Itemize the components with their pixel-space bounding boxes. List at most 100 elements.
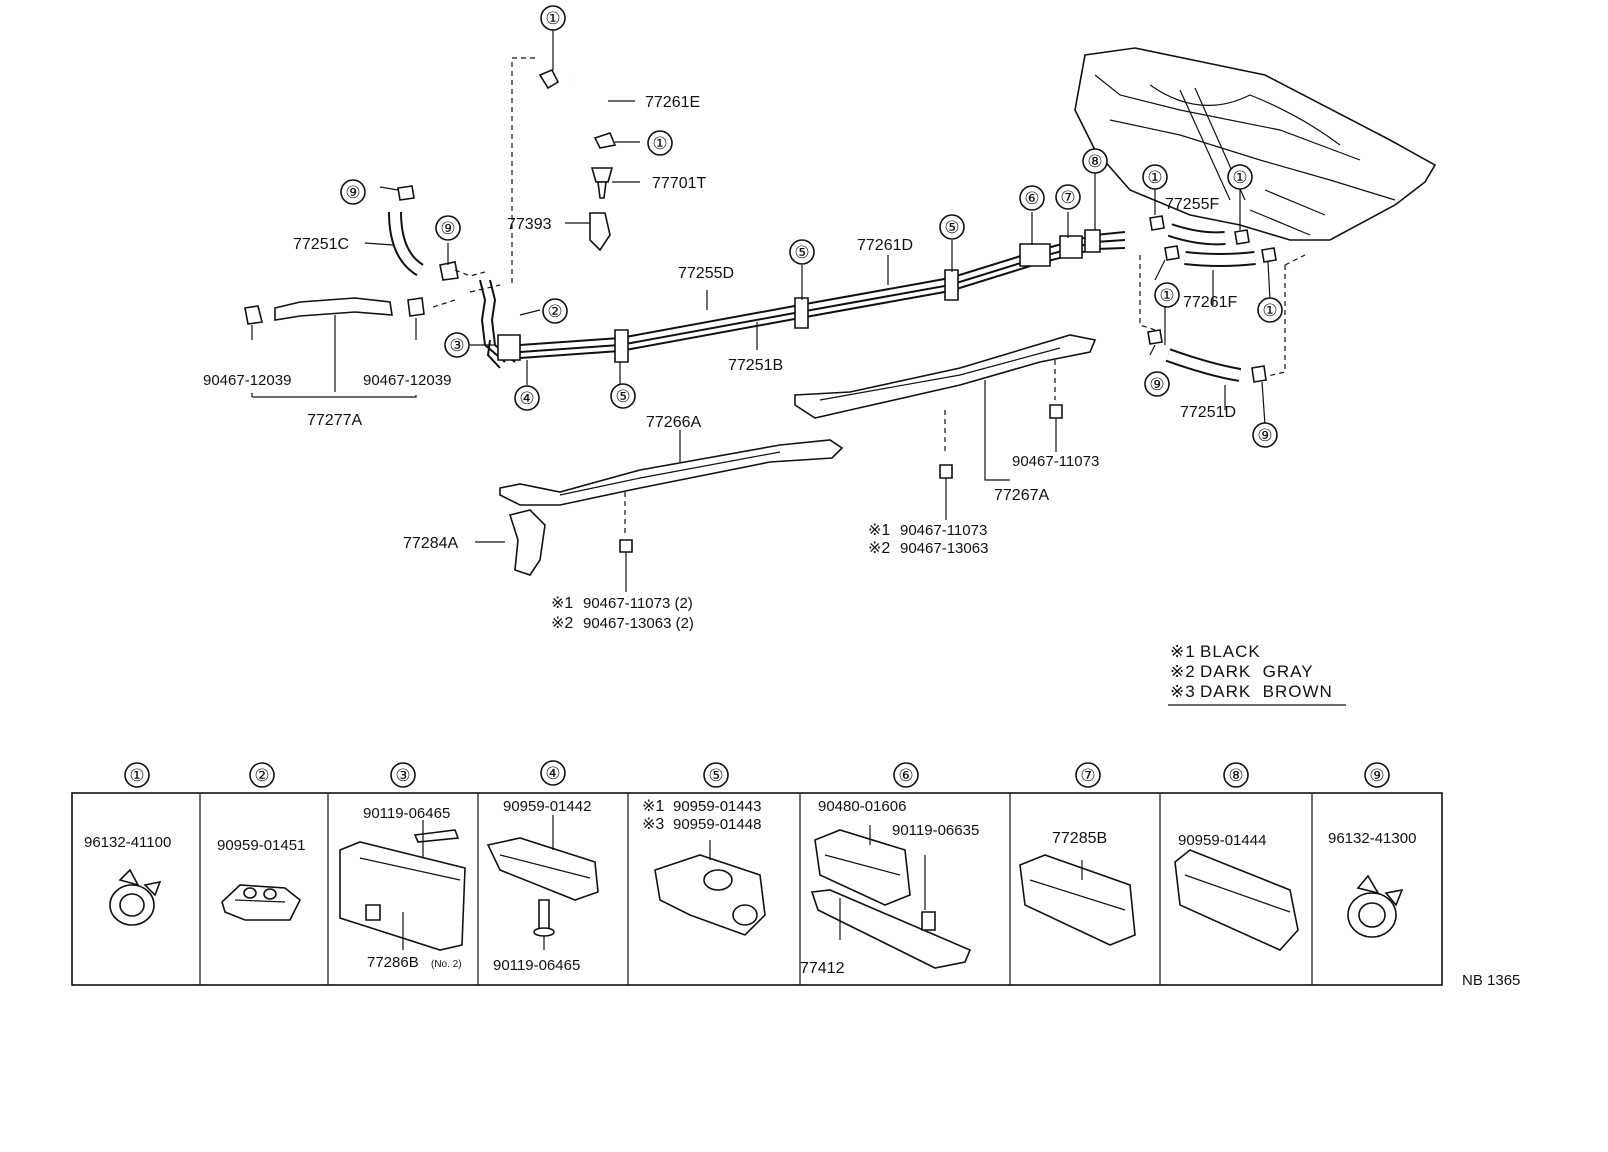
callout-8: ⑧ (1082, 148, 1108, 174)
svg-text:⑦: ⑦ (1080, 766, 1095, 785)
svg-text:③: ③ (449, 336, 464, 355)
svg-text:①: ① (129, 766, 144, 785)
cell-5-part-number-1: 90959-01443 (673, 798, 761, 815)
label-77267A: 77267A (994, 487, 1049, 504)
brackets (499, 334, 1097, 592)
label-77284A: 77284A (403, 535, 458, 552)
center-note-mark-1: ※1 (868, 522, 890, 539)
legend-label-black: BLACK (1200, 642, 1261, 661)
svg-text:①: ① (1147, 168, 1162, 187)
svg-text:③: ③ (395, 766, 410, 785)
leader-lines (251, 20, 1271, 543)
svg-text:④: ④ (545, 764, 560, 783)
svg-text:⑤: ⑤ (708, 766, 723, 785)
legend-label-dark-brown: DARK BROWN (1200, 682, 1333, 701)
svg-text:⑤: ⑤ (794, 243, 809, 262)
callout-7: ⑦ (1055, 184, 1081, 210)
left-note-num-1: 90467-11073 (2) (583, 595, 693, 612)
callout-9-mid: ⑨ (435, 215, 461, 241)
label-77251D: 77251D (1180, 404, 1236, 421)
cell-6-mid-part-number: 90119-06635 (892, 822, 979, 839)
table-sketches (109, 815, 1404, 969)
callout-2: ② (542, 298, 568, 324)
label-77255D: 77255D (678, 265, 734, 282)
callout-3: ③ (444, 332, 470, 358)
cell-7-part-number: 77285B (1052, 830, 1107, 847)
callout-4: ④ (514, 385, 540, 411)
svg-text:⑨: ⑨ (345, 183, 360, 202)
callout-1-fitting: ① (647, 130, 673, 156)
left-note-mark-1: ※1 (551, 595, 573, 612)
label-90467-12039-left: 90467-12039 (203, 372, 291, 389)
svg-text:②: ② (254, 766, 269, 785)
svg-text:①: ① (1232, 168, 1247, 187)
cell-3-bottom-part-number: 77286B (367, 954, 419, 971)
svg-text:①: ① (545, 9, 560, 28)
table-header-9: ⑨ (1364, 762, 1390, 788)
callout-5-b: ⑤ (789, 239, 815, 265)
callout-9-right-b: ⑨ (1252, 422, 1278, 448)
fuel-tank (1074, 47, 1437, 241)
upper-left-parts (244, 57, 617, 325)
table-header-5: ⑤ (703, 762, 729, 788)
label-77277A: 77277A (307, 412, 362, 429)
svg-text:⑨: ⑨ (1257, 426, 1272, 445)
callout-5-a: ⑤ (610, 383, 636, 409)
label-77261F: 77261F (1183, 294, 1237, 311)
cell-2-part-number: 90959-01451 (217, 837, 305, 854)
callout-6: ⑥ (1019, 185, 1045, 211)
table-header-1: ① (124, 762, 150, 788)
table-header-8: ⑧ (1223, 762, 1249, 788)
label-90467-12039-right: 90467-12039 (363, 372, 451, 389)
legend-mark-1: ※1 (1170, 642, 1196, 661)
figure-code: NB 1365 (1462, 972, 1520, 989)
cell-1-part-number: 96132-41100 (84, 834, 171, 851)
svg-text:⑤: ⑤ (944, 218, 959, 237)
svg-text:⑧: ⑧ (1087, 152, 1102, 171)
cell-5-part-number-3: 90959-01448 (673, 816, 761, 833)
svg-text:⑧: ⑧ (1228, 766, 1243, 785)
table-header-6: ⑥ (893, 762, 919, 788)
cell-3-note: (No. 2) (431, 959, 462, 970)
cell-4-top-part-number: 90959-01442 (503, 798, 591, 815)
svg-text:①: ① (1262, 301, 1277, 320)
table-header-3: ③ (390, 762, 416, 788)
svg-text:①: ① (652, 134, 667, 153)
callout-1-top: ① (540, 5, 566, 31)
label-77393: 77393 (507, 216, 552, 233)
legend-label-dark-gray: DARK GRAY (1200, 662, 1314, 681)
table-headers: ① ② ③ ④ ⑤ ⑥ ⑦ ⑧ ⑨ (124, 760, 1390, 788)
svg-text:④: ④ (519, 389, 534, 408)
label-77261E: 77261E (645, 94, 700, 111)
label-77261D: 77261D (857, 237, 913, 254)
svg-text:⑥: ⑥ (1024, 189, 1039, 208)
table-header-2: ② (249, 762, 275, 788)
svg-text:⑨: ⑨ (1369, 766, 1384, 785)
svg-text:⑦: ⑦ (1060, 188, 1075, 207)
svg-text:⑤: ⑤ (615, 387, 630, 406)
cell-6-top-part-number: 90480-01606 (818, 798, 906, 815)
svg-text:⑨: ⑨ (1149, 375, 1164, 394)
svg-text:⑨: ⑨ (440, 219, 455, 238)
left-note-mark-2: ※2 (551, 615, 573, 632)
fuel-lines (479, 229, 1126, 369)
callout-9-left: ⑨ (340, 179, 366, 205)
svg-text:⑥: ⑥ (898, 766, 913, 785)
center-note-num-2: 90467-13063 (900, 540, 988, 557)
callout-9-right-a: ⑨ (1144, 371, 1170, 397)
callout-5-c: ⑤ (939, 214, 965, 240)
legend-mark-2: ※2 (1170, 662, 1196, 681)
label-77266A: 77266A (646, 414, 701, 431)
color-legend: ※1 BLACK ※2 DARK GRAY ※3 DARK BROWN (1168, 642, 1346, 706)
callout-1-right-b: ① (1227, 164, 1253, 190)
cell-5-mark-3: ※3 (642, 816, 664, 833)
label-77701T: 77701T (652, 175, 706, 192)
cell-9-part-number: 96132-41300 (1328, 830, 1416, 847)
callout-1-right-c: ① (1154, 282, 1180, 308)
part-labels: 77261E 77701T 77393 77251C 90467-12039 9… (203, 94, 1237, 632)
svg-text:①: ① (1159, 286, 1174, 305)
center-note-mark-2: ※2 (868, 540, 890, 557)
table-header-4: ④ (540, 760, 566, 786)
svg-text:②: ② (547, 302, 562, 321)
